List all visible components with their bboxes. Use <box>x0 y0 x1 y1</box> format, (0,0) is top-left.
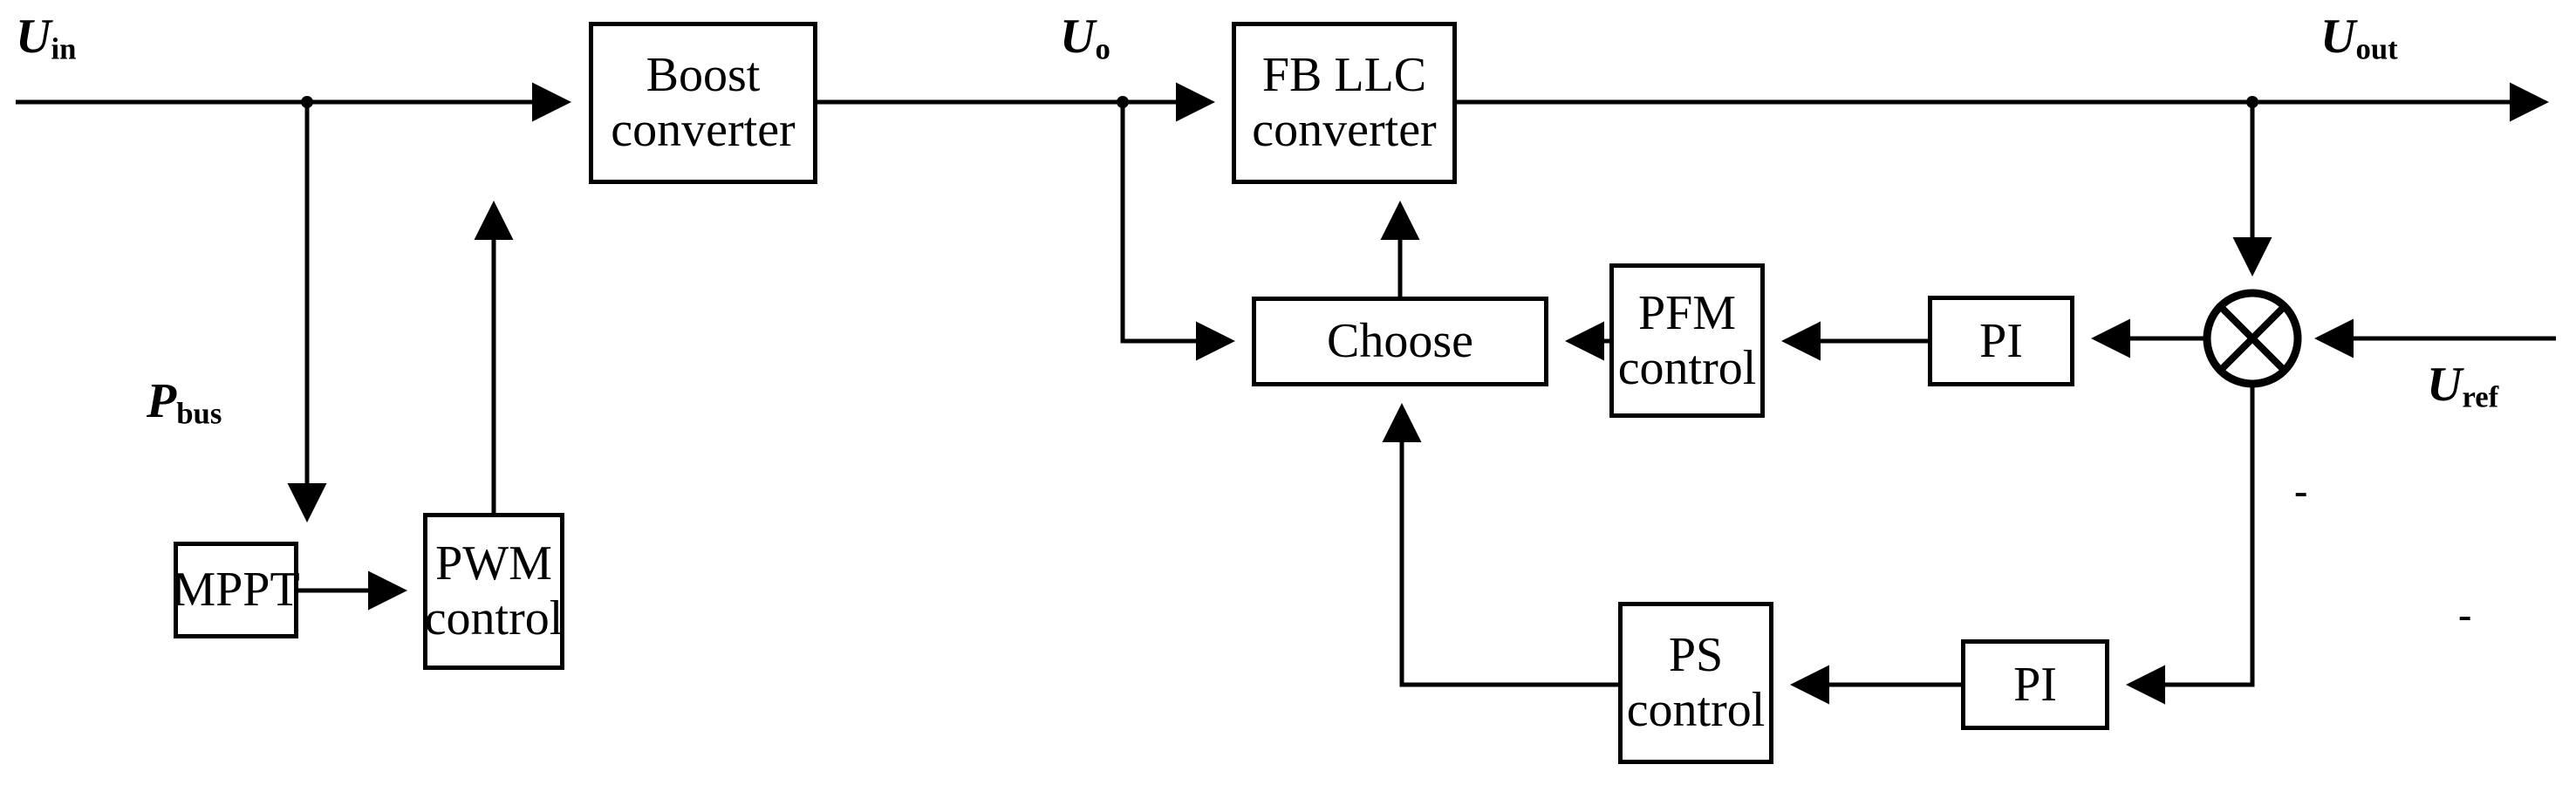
block-pi-bottom[interactable]: PI <box>1961 639 2109 730</box>
wire-ps-to-choose <box>1382 402 1618 687</box>
label-u-in-base: U <box>16 10 51 64</box>
junction-dot-uin <box>301 96 313 108</box>
junction-dot-uout <box>2246 96 2258 108</box>
label-u-ref: Uref <box>2427 360 2498 413</box>
label-u-ref-sub: ref <box>2462 379 2499 414</box>
block-fb-llc-converter[interactable]: FB LLC converter <box>1232 22 1457 184</box>
label-p-bus-sub: bus <box>176 396 222 431</box>
wire-sum-to-pi-bottom <box>2125 384 2255 705</box>
label-p-bus-base: P <box>147 374 177 428</box>
label-u-out-sub: out <box>2355 31 2398 66</box>
label-u-out: Uout <box>2320 12 2398 65</box>
label-u-o-sub: o <box>1095 31 1110 66</box>
block-choose[interactable]: Choose <box>1252 297 1548 386</box>
label-u-in-sub: in <box>51 31 77 66</box>
block-boost-converter[interactable]: Boost converter <box>589 22 817 184</box>
summing-junction-icon <box>2203 289 2302 388</box>
block-pi-top[interactable]: PI <box>1928 296 2074 386</box>
block-pfm-control[interactable]: PFM control <box>1609 263 1765 418</box>
label-u-ref-base: U <box>2427 358 2463 412</box>
minus-sign-feedback: - <box>2294 468 2308 513</box>
label-u-in: Uin <box>16 12 76 65</box>
junction-dot-uo <box>1117 96 1129 108</box>
block-ps-control[interactable]: PS control <box>1618 602 1773 764</box>
block-pwm-control[interactable]: PWM control <box>423 513 564 670</box>
label-u-out-base: U <box>2320 10 2356 64</box>
label-p-bus: Pbus <box>147 377 222 429</box>
block-mppt[interactable]: MPPT <box>172 542 300 638</box>
label-u-o-base: U <box>1060 10 1096 64</box>
wire-uo-tap-to-choose <box>1120 102 1236 361</box>
minus-sign-reference: - <box>2458 592 2472 637</box>
label-u-o: Uo <box>1060 12 1110 65</box>
